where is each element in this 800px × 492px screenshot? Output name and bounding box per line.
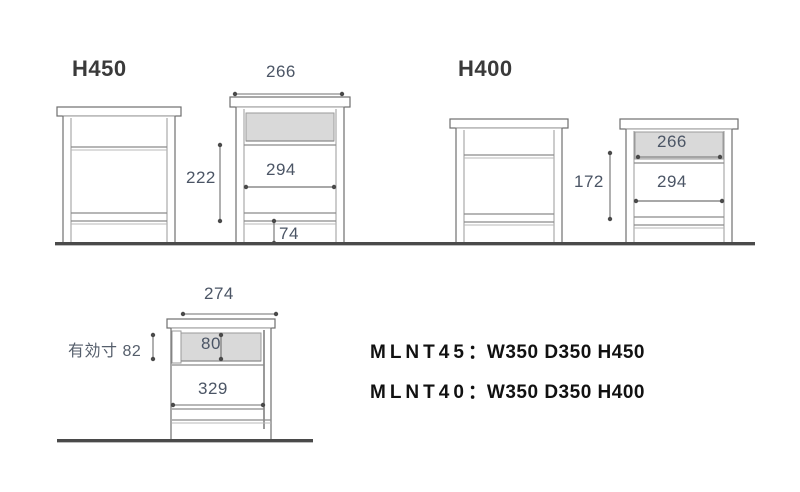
floor-line-upper bbox=[55, 242, 755, 245]
section-title-h450: H450 bbox=[72, 56, 127, 81]
spec-code-mlnt45: MLNT45 bbox=[370, 342, 468, 363]
dimension-line-plan-82 bbox=[148, 331, 158, 363]
floor-line-lower bbox=[57, 439, 313, 442]
dimension-h400-drawer-266: 266 bbox=[657, 132, 687, 151]
dimension-h450-width-266: 266 bbox=[266, 62, 296, 81]
dimension-line-h400-172 bbox=[604, 148, 616, 224]
dimension-line-h450-266 bbox=[230, 88, 350, 100]
spec-separator-mlnt40: ： bbox=[467, 382, 487, 403]
dimension-plan-inner-329: 329 bbox=[198, 379, 228, 398]
dimension-h400-inner-294: 294 bbox=[657, 172, 687, 191]
spec-line-mlnt40: MLNT40：W350 D350 H400 bbox=[370, 377, 645, 404]
dimension-h400-height-172: 172 bbox=[574, 172, 604, 191]
spec-value-mlnt40: W350 D350 H400 bbox=[486, 382, 645, 403]
dimension-plan-effective-82: 有効寸 82 bbox=[68, 343, 142, 360]
dimension-line-plan-274 bbox=[178, 308, 282, 320]
dimension-h450-bottom-74: 74 bbox=[279, 224, 299, 243]
h400-left-cabinet-elevation bbox=[448, 117, 570, 245]
h450-left-cabinet-elevation bbox=[55, 105, 185, 245]
spec-line-mlnt45: MLNT45：W350 D350 H450 bbox=[370, 337, 645, 364]
dimension-line-h450-222 bbox=[214, 140, 226, 226]
dimension-plan-width-274: 274 bbox=[204, 284, 234, 303]
h450-right-cabinet-elevation bbox=[228, 95, 352, 246]
spec-separator-mlnt45: ： bbox=[467, 342, 487, 363]
spec-value-mlnt45: W350 D350 H450 bbox=[486, 342, 645, 363]
dimension-plan-drawer-80: 80 bbox=[201, 334, 221, 353]
h400-right-cabinet-elevation bbox=[618, 117, 740, 245]
dimension-h450-height-222: 222 bbox=[186, 168, 216, 187]
dimension-h450-inner-294: 294 bbox=[266, 160, 296, 179]
spec-code-mlnt40: MLNT40 bbox=[370, 382, 468, 403]
plan-cabinet-drawing bbox=[160, 317, 290, 443]
section-title-h400: H400 bbox=[458, 56, 513, 81]
